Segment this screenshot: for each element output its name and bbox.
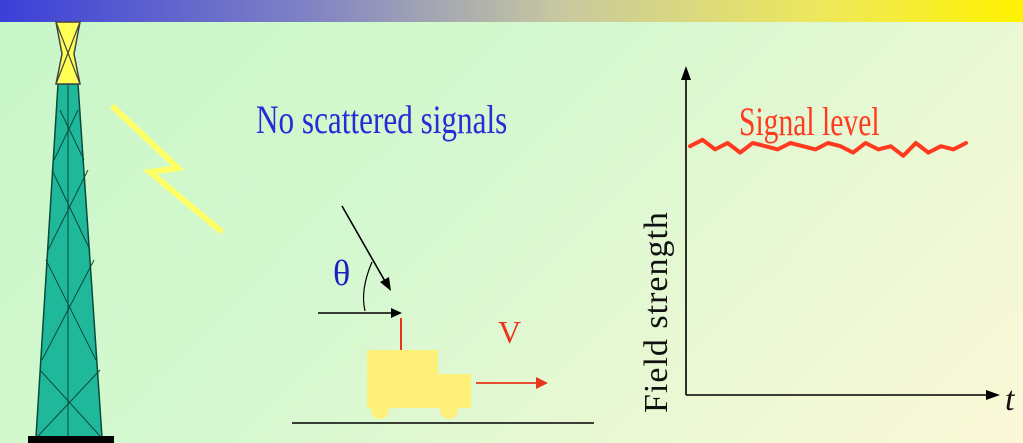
lightning-bolt-icon bbox=[109, 103, 224, 235]
signal-level-line bbox=[688, 137, 968, 158]
diagram-title: No scattered signals bbox=[256, 97, 508, 142]
angle-label: θ bbox=[333, 253, 351, 293]
title-bar bbox=[0, 0, 1023, 22]
incident-wave-arrow bbox=[341, 205, 391, 291]
chart-series-signal-level bbox=[688, 137, 968, 158]
vehicle-icon bbox=[367, 318, 471, 419]
angle-arc bbox=[362, 261, 373, 312]
transmitter-tower-icon bbox=[28, 21, 114, 443]
velocity-arrow bbox=[476, 377, 548, 389]
y-axis-label: Field strength bbox=[638, 211, 675, 413]
chart-axes bbox=[681, 66, 1000, 400]
x-axis-arrowhead bbox=[986, 390, 1000, 400]
chart-title: Signal level bbox=[739, 99, 880, 144]
motion-direction-arrow bbox=[318, 308, 402, 318]
x-axis-label: t bbox=[1005, 381, 1015, 418]
velocity-label: V bbox=[498, 314, 522, 350]
y-axis-arrowhead bbox=[681, 66, 691, 80]
